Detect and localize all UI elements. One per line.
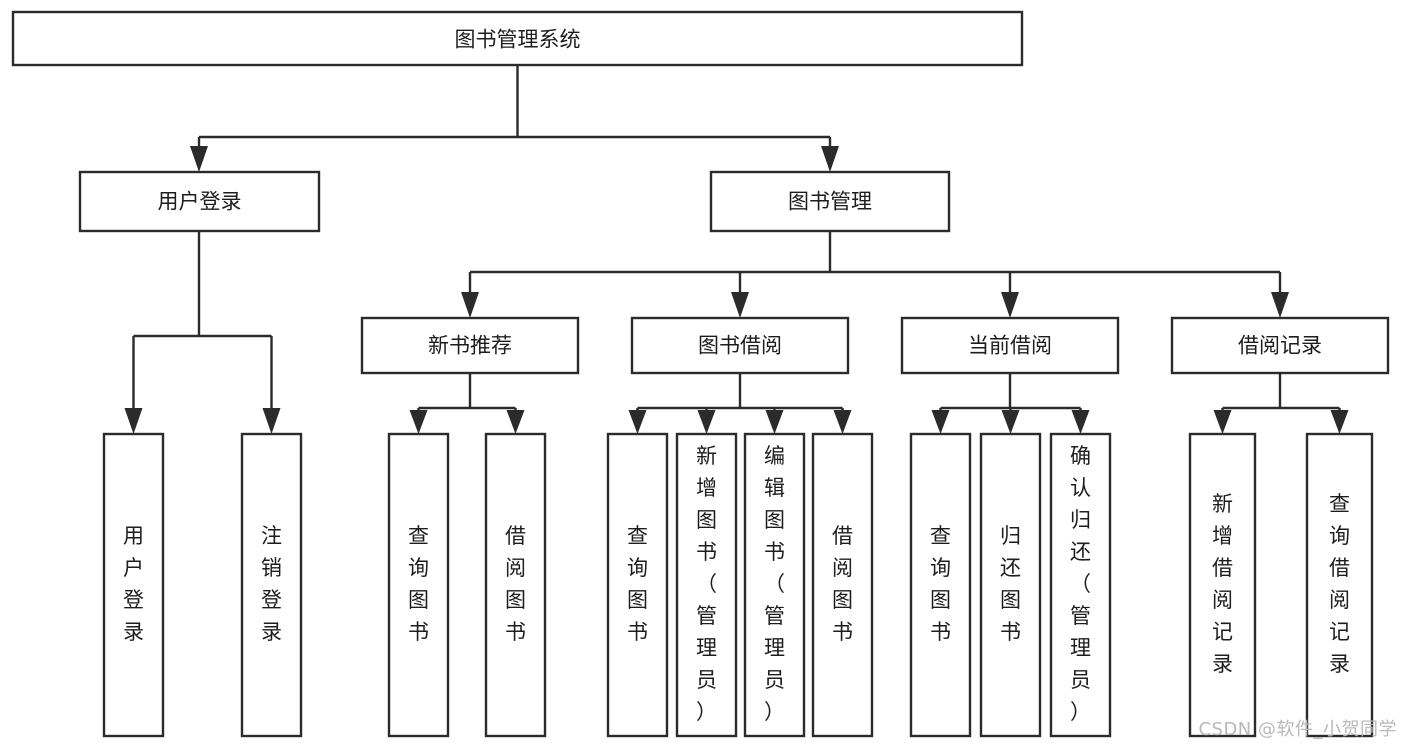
arrow-to-leaf-query-book-2 — [628, 410, 647, 434]
arrow-to-leaf-borrow-book-2 — [833, 410, 852, 434]
leaf-user-login-label: 用户登录 — [123, 524, 144, 644]
node-root-box[interactable] — [11, 10, 1024, 67]
arrowheads-group — [124, 146, 1349, 434]
node-root-label: 图书管理系统 — [455, 28, 581, 52]
leaf-query-book-1[interactable]: 查询图书 — [387, 432, 450, 738]
leaf-add-record[interactable]: 新增借阅记录 — [1188, 432, 1257, 738]
arrow-to-leaf-edit-book — [765, 410, 784, 434]
arrow-to-borrow-record — [1271, 292, 1289, 318]
leaf-return-book-label: 归还图书 — [1000, 524, 1021, 644]
leaf-query-book-3[interactable]: 查询图书 — [909, 432, 972, 738]
leaf-logout[interactable]: 注销登录 — [240, 432, 303, 738]
node-new-book-rec[interactable]: 新书推荐 — [360, 316, 580, 375]
leaf-add-book[interactable]: 新增图书（管理员） — [675, 432, 738, 738]
node-current-borrow-label: 当前借阅 — [968, 334, 1052, 358]
node-user-login-label: 用户登录 — [158, 190, 242, 214]
leaf-logout-label: 注销登录 — [261, 524, 282, 644]
arrow-to-leaf-return-book — [1001, 410, 1020, 434]
arrow-to-leaf-add-record — [1213, 410, 1232, 434]
leaf-add-record-box[interactable] — [1188, 432, 1257, 738]
arrow-to-leaf-query-book-1 — [409, 410, 428, 434]
node-book-borrow-box[interactable] — [630, 316, 850, 375]
arrow-to-leaf-add-book — [697, 410, 716, 434]
node-current-borrow-box[interactable] — [900, 316, 1120, 375]
node-new-book-rec-label: 新书推荐 — [428, 334, 512, 358]
leaf-query-record-box[interactable] — [1305, 432, 1374, 738]
node-book-manage-label: 图书管理 — [788, 190, 872, 214]
node-user-login-box[interactable] — [78, 170, 321, 233]
node-book-manage-box[interactable] — [709, 170, 951, 233]
leaf-borrow-book-1-label: 借阅图书 — [505, 524, 526, 644]
arrow-to-new-book-rec — [461, 292, 479, 318]
node-current-borrow[interactable]: 当前借阅 — [900, 316, 1120, 375]
leaf-query-book-2-box[interactable] — [606, 432, 669, 738]
arrow-to-leaf-borrow-book-1 — [506, 410, 525, 434]
leaf-edit-book[interactable]: 编辑图书（管理员） — [743, 432, 806, 738]
arrow-to-leaf-query-book-3 — [931, 410, 950, 434]
node-book-borrow[interactable]: 图书借阅 — [630, 316, 850, 375]
leaf-confirm-return-label: 确认归还（管理员） — [1070, 444, 1091, 724]
leaf-confirm-return-box[interactable] — [1049, 432, 1112, 738]
leaf-query-book-1-label: 查询图书 — [408, 524, 429, 644]
leaf-query-record[interactable]: 查询借阅记录 — [1305, 432, 1374, 738]
leaf-add-book-box[interactable] — [675, 432, 738, 738]
leaf-borrow-book-2[interactable]: 借阅图书 — [811, 432, 874, 738]
leaf-edit-book-label: 编辑图书（管理员） — [764, 444, 785, 724]
leaf-borrow-book-2-label: 借阅图书 — [832, 524, 853, 644]
arrow-to-current-borrow — [1001, 292, 1019, 318]
node-new-book-rec-box[interactable] — [360, 316, 580, 375]
leaf-query-book-3-box[interactable] — [909, 432, 972, 738]
node-borrow-record[interactable]: 借阅记录 — [1170, 316, 1390, 375]
node-user-login[interactable]: 用户登录 — [78, 170, 321, 233]
arrow-to-book-borrow — [731, 292, 749, 318]
leaf-add-record-label: 新增借阅记录 — [1212, 492, 1233, 676]
leaf-nodes-group: 用户登录 注销登录 查询图书 借阅图书 查询图书 新增图书（管理员） 编辑图书（管理员） 借阅… — [102, 432, 1374, 738]
leaf-confirm-return[interactable]: 确认归还（管理员） — [1049, 432, 1112, 738]
leaf-borrow-book-1[interactable]: 借阅图书 — [484, 432, 547, 738]
leaf-query-book-1-box[interactable] — [387, 432, 450, 738]
csdn-watermark: CSDN @软件_小贺同学 — [1198, 719, 1397, 740]
leaf-borrow-book-1-box[interactable] — [484, 432, 547, 738]
arrow-to-user-login — [190, 146, 208, 172]
leaf-edit-book-box[interactable] — [743, 432, 806, 738]
node-borrow-record-label: 借阅记录 — [1238, 334, 1322, 358]
node-borrow-record-box[interactable] — [1170, 316, 1390, 375]
arrow-to-leaf-query-record — [1330, 410, 1349, 434]
leaf-return-book[interactable]: 归还图书 — [979, 432, 1042, 738]
node-root[interactable]: 图书管理系统 — [11, 10, 1024, 67]
leaf-query-book-2-label: 查询图书 — [627, 524, 648, 644]
leaf-return-book-box[interactable] — [979, 432, 1042, 738]
arrow-to-leaf-logout — [262, 408, 281, 434]
node-book-manage[interactable]: 图书管理 — [709, 170, 951, 233]
leaf-user-login-box[interactable] — [102, 432, 165, 738]
leaf-borrow-book-2-box[interactable] — [811, 432, 874, 738]
leaf-query-book-2[interactable]: 查询图书 — [606, 432, 669, 738]
leaf-add-book-label: 新增图书（管理员） — [696, 444, 717, 724]
leaf-logout-box[interactable] — [240, 432, 303, 738]
arrow-to-leaf-user-login — [124, 408, 143, 434]
leaf-query-book-3-label: 查询图书 — [930, 524, 951, 644]
arrow-to-book-manage — [821, 146, 839, 172]
leaf-query-record-label: 查询借阅记录 — [1329, 492, 1350, 676]
node-book-borrow-label: 图书借阅 — [698, 334, 782, 358]
arrow-to-leaf-confirm-return — [1071, 410, 1090, 434]
leaf-user-login[interactable]: 用户登录 — [102, 432, 165, 738]
